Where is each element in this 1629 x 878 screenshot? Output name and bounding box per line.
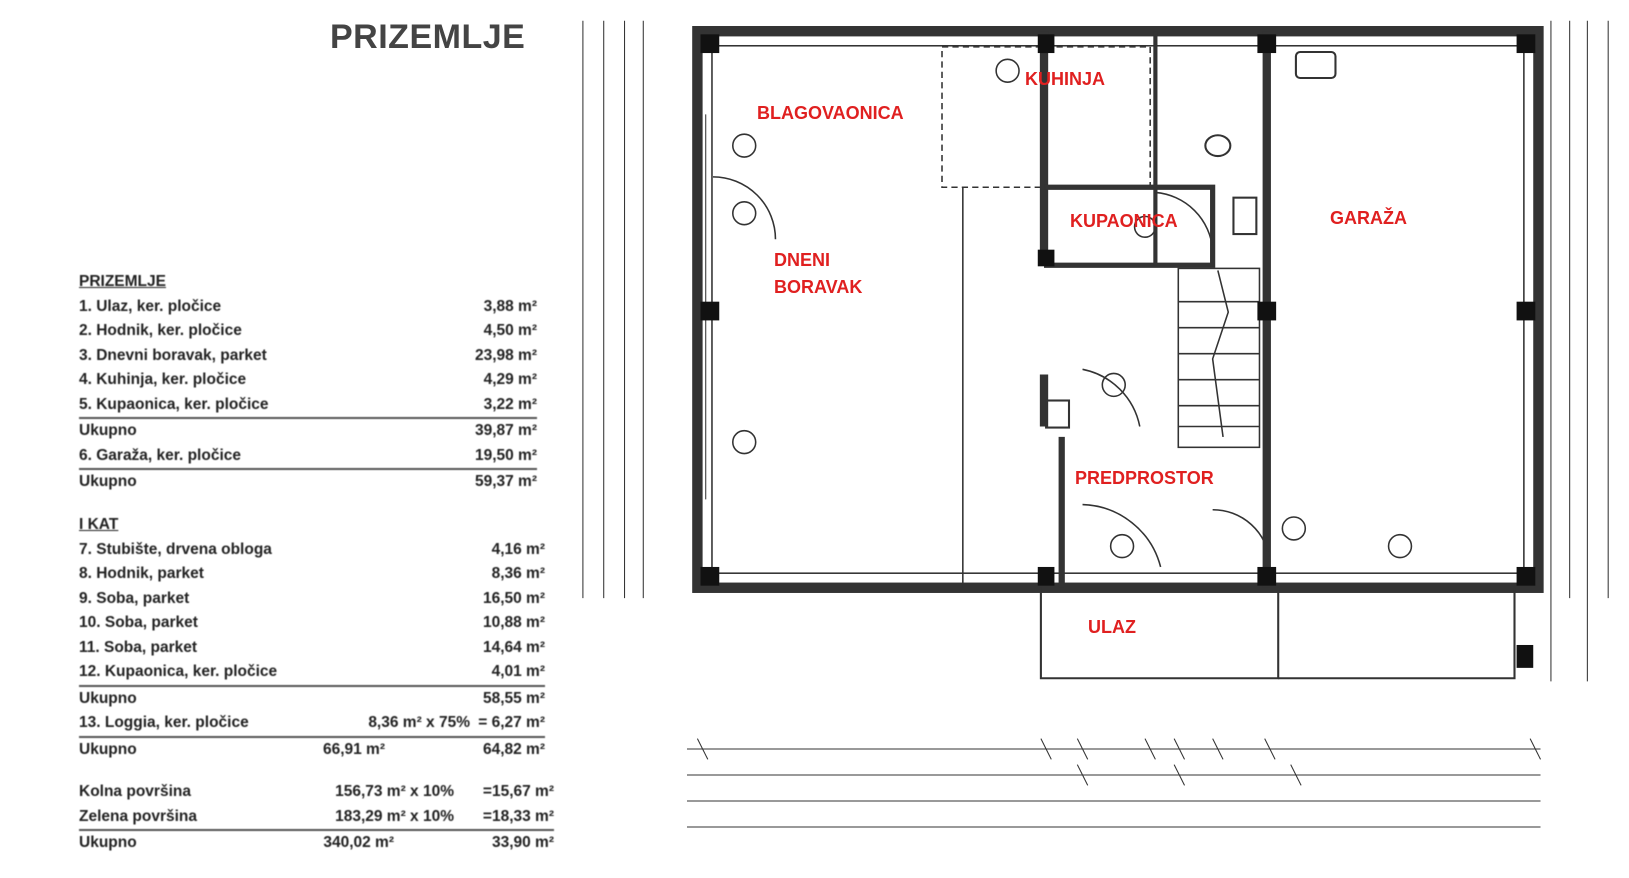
door-swing bbox=[1082, 503, 1162, 568]
table-heading: PRIZEMLJE bbox=[79, 273, 166, 290]
room-label-ulaz: ULAZ bbox=[1088, 617, 1136, 637]
room-label-blagovaonica: BLAGOVAONICA bbox=[757, 103, 904, 123]
room-label-boravak: BORAVAK bbox=[774, 277, 863, 297]
dimension-lines bbox=[582, 20, 1609, 828]
plan-title: PRIZEMLJE bbox=[330, 18, 526, 56]
light-fixtures bbox=[732, 58, 1413, 559]
staircase bbox=[1177, 267, 1261, 449]
room-label-predprostor: PREDPROSTOR bbox=[1075, 468, 1214, 488]
outer-wall bbox=[692, 26, 1544, 593]
entrance-annex bbox=[1039, 587, 1280, 680]
room-label-kupaonica: KUPAONICA bbox=[1070, 211, 1178, 231]
room-label-dneni: DNENI bbox=[774, 250, 831, 270]
table-heading: I KAT bbox=[79, 516, 119, 533]
room-label-garaza: GARAŽA bbox=[1330, 208, 1407, 228]
columns bbox=[700, 34, 1536, 668]
room-label-kuhinja: KUHINJA bbox=[1025, 69, 1106, 89]
